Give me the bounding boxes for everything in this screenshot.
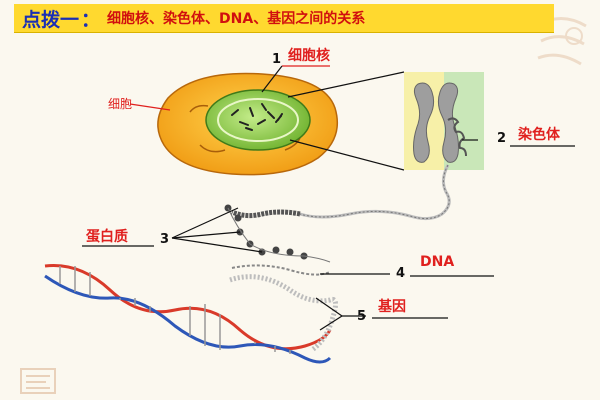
banner-lead: 点拨一 xyxy=(22,8,80,31)
seal-watermark-icon xyxy=(20,368,56,394)
label-dna: DNA xyxy=(420,254,455,270)
title-banner: 点拨一 ： 细胞核、染色体、DNA、基因之间的关系 xyxy=(14,4,554,33)
label-nucleus: 细胞核 xyxy=(288,48,330,64)
label-chromosome: 染色体 xyxy=(518,127,560,143)
number-5: 5 xyxy=(357,309,367,324)
label-gene: 基因 xyxy=(378,299,406,315)
number-4: 4 xyxy=(396,266,406,281)
cell-icon xyxy=(157,72,339,176)
chromosome-icon xyxy=(404,72,484,170)
number-2: 2 xyxy=(497,131,507,146)
number-1: 1 xyxy=(272,52,282,67)
banner-colon: ： xyxy=(81,8,101,31)
label-protein: 蛋白质 xyxy=(86,229,128,245)
banner-title: 细胞核、染色体、DNA、基因之间的关系 xyxy=(107,11,366,27)
number-3: 3 xyxy=(160,232,170,247)
dna-helix-icon xyxy=(44,264,338,364)
label-cell: 细胞 xyxy=(108,97,133,111)
